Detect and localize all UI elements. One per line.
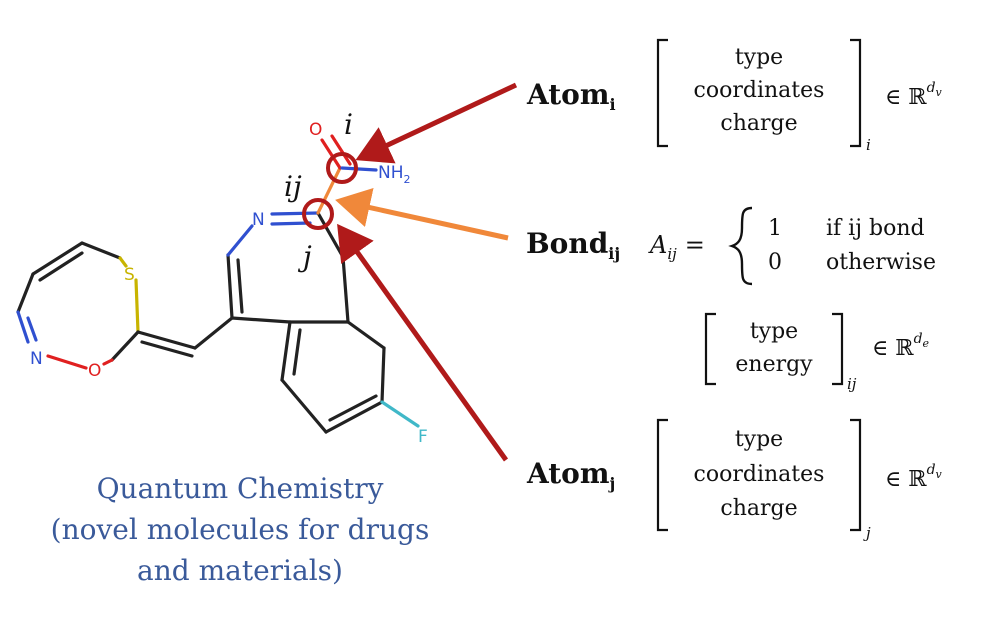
bond-heading: Bondij bbox=[526, 227, 620, 263]
sulfur-label: S bbox=[124, 265, 135, 285]
atom-j-membership: ∈ ℝdv bbox=[885, 462, 943, 492]
atom-i-type: type bbox=[735, 45, 783, 70]
six-membered-ring bbox=[280, 320, 420, 434]
atom-i-vector-subscript: i bbox=[866, 136, 871, 154]
atom-i-membership: ∈ ℝdv bbox=[885, 80, 943, 110]
ring2-oxygen-label: O bbox=[88, 361, 101, 381]
case-2-value: 0 bbox=[768, 250, 782, 275]
ring-nitrogen-label: N bbox=[252, 210, 265, 230]
molecule bbox=[16, 134, 420, 434]
adjacency-expression: Aij= bbox=[648, 231, 705, 263]
bond-vector-subscript: ij bbox=[847, 375, 857, 393]
atom-i-highlight-circle bbox=[326, 152, 358, 184]
index-i-label: i bbox=[344, 108, 353, 141]
bond-vector-left-bracket bbox=[704, 312, 716, 386]
amide-group bbox=[316, 134, 378, 215]
atom-j-left-bracket bbox=[656, 418, 668, 532]
case-2-condition: otherwise bbox=[826, 250, 936, 275]
atom-j-highlight-circle bbox=[302, 198, 334, 230]
carbonyl-oxygen-label: O bbox=[309, 120, 322, 140]
arrow-to-bond bbox=[335, 187, 509, 241]
atom-j-type: type bbox=[735, 427, 783, 452]
atom-i-charge: charge bbox=[720, 111, 797, 136]
atom-j-right-bracket bbox=[850, 418, 862, 532]
bond-vector-right-bracket bbox=[832, 312, 844, 386]
ring2-nitrogen-label: N bbox=[30, 349, 43, 369]
caption: Quantum Chemistry (novel molecules for d… bbox=[51, 472, 430, 587]
caption-line-2: (novel molecules for drugs bbox=[51, 513, 430, 546]
atom-i-right-bracket bbox=[850, 38, 862, 148]
case-1-condition: if ij bond bbox=[826, 216, 925, 241]
atom-j-heading: Atomj bbox=[526, 457, 615, 493]
bond-type: type bbox=[750, 319, 798, 344]
atom-j-vector-subscript: j bbox=[863, 524, 871, 542]
atom-element-labels: O NH2 N S N O F bbox=[30, 120, 428, 447]
cases-brace bbox=[728, 206, 753, 286]
atom-j-charge: charge bbox=[720, 496, 797, 521]
bond-energy: energy bbox=[735, 352, 813, 377]
amine-label: NH2 bbox=[378, 163, 411, 186]
atom-i-left-bracket bbox=[656, 38, 668, 148]
arrow-to-atom-i bbox=[355, 82, 518, 164]
index-j-label: j bbox=[297, 240, 312, 273]
exocyclic-double-bond bbox=[136, 316, 234, 358]
caption-line-1: Quantum Chemistry bbox=[97, 472, 384, 505]
atom-i-coordinates: coordinates bbox=[694, 78, 825, 103]
atom-j-block: Atomj type coordinates charge j ∈ ℝdv bbox=[526, 418, 943, 542]
azepine-ring bbox=[226, 211, 350, 324]
atom-i-block: Atomi type coordinates charge i ∈ ℝdv bbox=[526, 38, 943, 154]
caption-line-3: and materials) bbox=[137, 554, 343, 587]
bond-membership: ∈ ℝde bbox=[872, 331, 930, 361]
fluorine-label: F bbox=[418, 427, 428, 447]
index-ij-label: ij bbox=[284, 170, 302, 203]
atom-i-heading: Atomi bbox=[526, 78, 616, 114]
oxathiazepine-ring bbox=[16, 241, 140, 370]
case-1-value: 1 bbox=[768, 216, 782, 241]
atom-j-coordinates: coordinates bbox=[694, 462, 825, 487]
bond-block: Bondij Aij= 1 if ij bond 0 otherwise typ… bbox=[526, 206, 936, 393]
arrow-to-atom-j bbox=[337, 223, 509, 462]
